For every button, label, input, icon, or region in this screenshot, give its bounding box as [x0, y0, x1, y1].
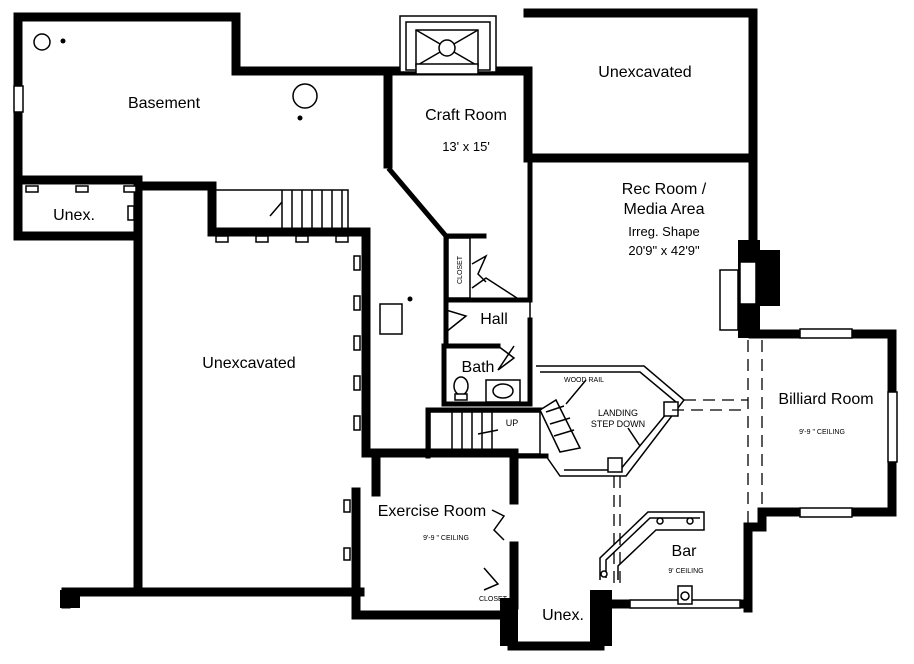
unex-pier — [500, 598, 518, 646]
room-label-hall: Hall — [480, 311, 508, 328]
room-label-unex-left: Unex. — [53, 207, 95, 224]
bath-fixtures — [453, 376, 521, 403]
craft-room-dimensions: 13' x 15' — [442, 139, 490, 154]
wood-rail-label: WOOD RAIL — [564, 377, 604, 384]
doors — [445, 254, 531, 591]
windows — [13, 15, 898, 609]
interior-walls — [386, 157, 549, 459]
billiard-ceiling: 9'-9 " CEILING — [799, 429, 845, 436]
rec-room-dimensions: 20'9" x 42'9" — [628, 243, 700, 258]
room-label-basement: Basement — [128, 95, 201, 112]
room-label-exercise: Exercise Room — [378, 503, 486, 520]
basement-fixtures — [25, 33, 413, 561]
room-label-unexcavated-left: Unexcavated — [202, 355, 295, 372]
room-label-unexcavated-top: Unexcavated — [598, 64, 691, 81]
room-label-bar: Bar — [672, 543, 698, 560]
landing-label-line2: STEP DOWN — [591, 419, 645, 429]
exercise-ceiling: 9'-9 " CEILING — [423, 535, 469, 542]
bar-ceiling: 9' CEILING — [668, 568, 703, 575]
room-label-billiard: Billiard Room — [778, 391, 873, 408]
fireplace — [719, 240, 780, 338]
room-label-craft: Craft Room — [425, 107, 507, 124]
bar-pier — [590, 590, 612, 646]
landing-label-line1: LANDING — [598, 408, 638, 418]
room-label-rec-line2: Media Area — [624, 201, 705, 218]
staircases — [211, 189, 582, 455]
bar-counter — [599, 511, 705, 605]
closet-label-craft: CLOSET — [457, 255, 464, 284]
room-label-bath: Bath — [462, 359, 495, 376]
corner-block — [60, 590, 80, 608]
room-label-unex-bottom: Unex. — [542, 607, 584, 624]
ceiling-dashed-lines — [613, 340, 763, 590]
landing-rail — [536, 365, 686, 477]
stair-up-label: UP — [506, 418, 519, 428]
rec-room-shape: Irreg. Shape — [628, 224, 700, 239]
closet-label-exercise: CLOSET — [479, 596, 508, 603]
room-label-rec-line1: Rec Room / — [622, 181, 707, 198]
